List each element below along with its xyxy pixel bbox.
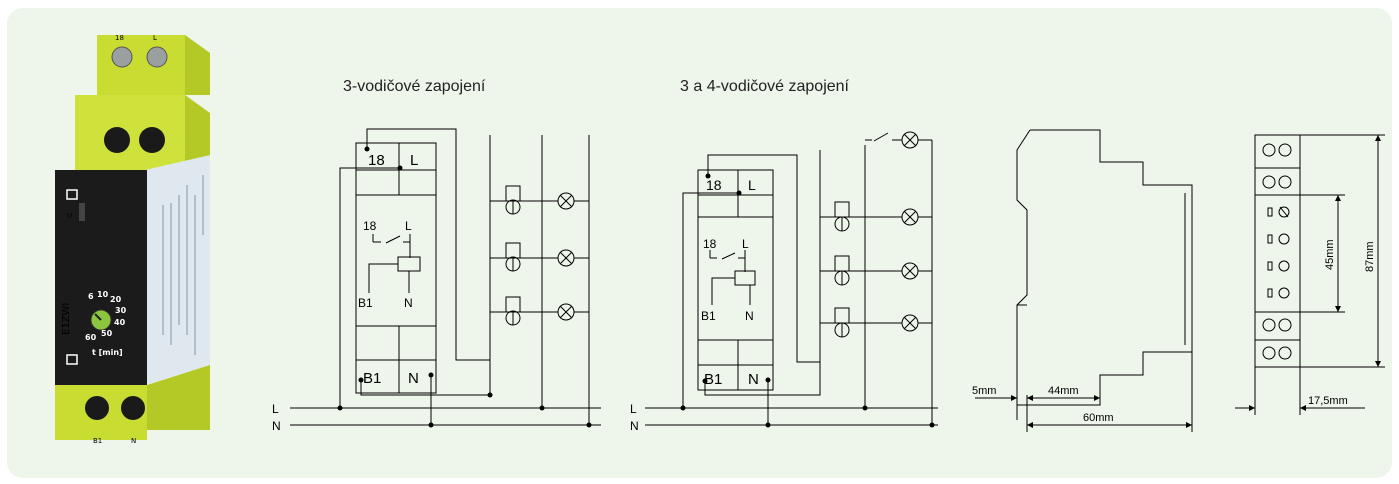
dimension-45mm: 45mm [1324, 239, 1336, 270]
content-panel [7, 8, 1392, 478]
terminal-18-label: 18 [706, 177, 722, 193]
terminal-n-label: N [748, 371, 759, 388]
contact-18-label: 18 [363, 219, 377, 233]
dimension-87mm: 87mm [1364, 241, 1376, 272]
dial-tick: 30 [115, 306, 127, 315]
device-front [55, 170, 147, 385]
terminal-18-label: 18 [368, 152, 385, 169]
diagram2-title: 3 a 4-vodičové zapojení [680, 78, 849, 95]
contact-18-label: 18 [703, 237, 717, 251]
dial-tick: 40 [114, 318, 126, 327]
terminal-b1-label: B1 [704, 371, 722, 388]
diagram1-title: 3-vodičové zapojení [343, 78, 486, 95]
contact-l-label: L [405, 219, 412, 233]
terminal-b1-label: B1 [363, 370, 381, 387]
screw-icon [111, 46, 133, 68]
coil-b1-label: B1 [358, 296, 373, 310]
terminal-hole [104, 127, 130, 153]
line-n-label: N [630, 419, 639, 433]
side-dimension-drawing: 5mm 44mm 60mm [972, 129, 1193, 432]
dimension-44mm: 44mm [1048, 385, 1079, 397]
u-label: U [67, 212, 72, 220]
line-l-label: L [272, 402, 279, 416]
terminal-label: B1 [93, 437, 102, 445]
front-dimension-drawing: 45mm 87mm 17,5mm [1235, 134, 1385, 415]
terminal-hole [85, 396, 109, 420]
dial-tick: 6 [88, 292, 94, 301]
side-label [145, 155, 210, 385]
dimension-5mm: 5mm [972, 385, 996, 397]
dial-tick: 60 [85, 333, 97, 342]
line-l-label: L [630, 402, 637, 416]
relay-icon [66, 189, 78, 200]
terminal-label: L [153, 35, 157, 42]
product-photo: 18 L U E1ZWI 6 10 20 30 40 50 60 t [min]… [55, 35, 210, 445]
wiring-diagram-3-wire: 18 L 18 L B1 N B1 N L N [272, 128, 601, 433]
contact-l-label: L [742, 237, 749, 251]
terminal-label: N [131, 437, 136, 445]
terminal-l-label: L [410, 152, 418, 169]
relay-icon [66, 354, 78, 365]
dial-tick: 20 [110, 295, 122, 304]
terminal-l-label: L [748, 177, 756, 193]
terminal-hole [139, 127, 165, 153]
screw-icon [146, 46, 168, 68]
terminal-label: 18 [115, 35, 124, 42]
coil-n-label: N [404, 296, 413, 310]
terminal-hole [121, 396, 145, 420]
line-n-label: N [272, 419, 281, 433]
dial-unit: t [min] [92, 348, 123, 357]
dial-tick: 50 [101, 329, 113, 338]
terminal-n-label: N [408, 370, 419, 387]
dimension-60mm: 60mm [1083, 412, 1114, 424]
coil-b1-label: B1 [701, 309, 716, 323]
device-shoulder [75, 95, 185, 170]
wiring-diagram-3-4-wire: 18 L 18 L B1 N B1 N L N [630, 131, 938, 433]
dial-tick: 10 [97, 290, 109, 299]
coil-n-label: N [745, 309, 754, 323]
dimension-17-5mm: 17,5mm [1308, 395, 1348, 407]
model-label: E1ZWI [61, 303, 72, 335]
